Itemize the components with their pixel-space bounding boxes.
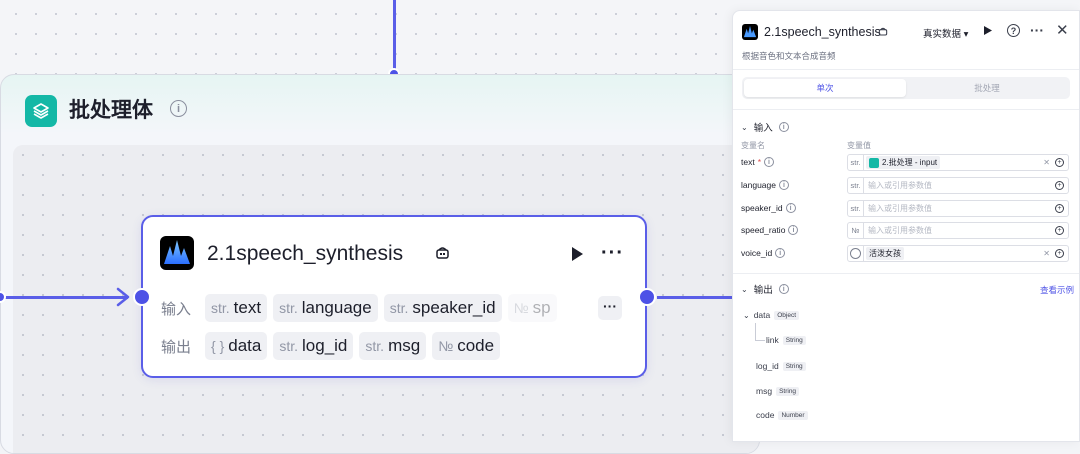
chevron-down-icon: ⌄ [741, 284, 748, 294]
arrow-head-icon [116, 287, 132, 312]
batch-title: 批处理体 [69, 99, 153, 122]
output-chip-data: { }data [205, 332, 268, 360]
voice-id-value-field[interactable]: 活泼女孩 ✕ + [847, 245, 1069, 262]
info-icon[interactable]: i [764, 157, 775, 167]
chevron-down-icon: ⌄ [743, 310, 750, 320]
language-value-field[interactable]: str. 输入或引用参数值 + [847, 177, 1069, 194]
col-header-value: 变量值 [847, 141, 871, 150]
node-title: 2.1speech_synthesis [207, 242, 404, 265]
param-row-text: text*i str. 2.批处理 - input ✕ + [741, 154, 1071, 171]
batch-ref-icon [869, 157, 879, 168]
required-mark: * [757, 157, 762, 167]
layers-icon [25, 95, 57, 127]
info-icon[interactable]: i [778, 122, 789, 132]
plugin-logo-icon [160, 236, 194, 270]
output-chip-msg: str.msg [359, 332, 427, 360]
run-mode-tabs: 单次 批处理 [742, 77, 1070, 99]
input-chip-text: str.text [205, 294, 268, 322]
reference-icon[interactable]: + [1055, 226, 1064, 235]
input-label: 输入 [161, 300, 192, 318]
reference-icon[interactable]: + [1055, 249, 1064, 258]
info-icon[interactable]: i [778, 284, 789, 294]
divider [733, 109, 1079, 110]
reference-icon[interactable]: + [1055, 204, 1064, 213]
voice-icon [850, 248, 861, 259]
clear-icon[interactable]: ✕ [1043, 249, 1050, 258]
connector-left [0, 296, 128, 299]
speaker-id-value-field[interactable]: str. 输入或引用参数值 + [847, 200, 1069, 217]
node-input-row: 输入 str.text str.language str.speaker_id … [161, 294, 557, 322]
help-icon[interactable]: ? [1007, 24, 1020, 37]
divider [733, 69, 1079, 70]
panel-description: 根据音色和文本合成音频 [742, 51, 836, 61]
tab-batch[interactable]: 批处理 [974, 83, 1000, 93]
speed-ratio-value-field[interactable]: № 输入或引用参数值 + [847, 222, 1069, 239]
output-section-header[interactable]: ⌄ 输出 i [741, 282, 789, 296]
info-icon[interactable]: i [778, 180, 789, 190]
reference-icon[interactable]: + [1055, 181, 1064, 190]
data-mode-dropdown[interactable]: 真实数据 ▾ [923, 29, 969, 40]
col-header-name: 变量名 [741, 141, 765, 150]
info-icon[interactable]: i [785, 203, 796, 213]
panel-title: 2.1speech_synthesis [764, 25, 881, 39]
node-more-button[interactable]: ··· [601, 242, 624, 264]
view-example-link[interactable]: 查看示例 [1040, 285, 1075, 295]
panel-more-button[interactable]: ··· [1030, 22, 1044, 38]
node-output-port[interactable] [638, 288, 656, 306]
chevron-down-icon: ⌄ [741, 122, 748, 132]
node-config-panel: 2.1speech_synthesis 真实数据 ▾ ? ··· ✕ 根据音色和… [732, 10, 1080, 442]
caret-down-icon: ▾ [963, 29, 969, 40]
node-input-port[interactable] [133, 288, 151, 306]
speech-synthesis-node[interactable]: 2.1speech_synthesis ··· 输入 str.text str.… [141, 215, 647, 378]
divider [733, 273, 1079, 274]
input-section-header[interactable]: ⌄ 输入 i [741, 120, 789, 134]
run-button[interactable] [982, 25, 993, 36]
show-more-inputs-button[interactable]: ··· [598, 296, 622, 320]
output-label: 输出 [161, 338, 192, 356]
info-icon[interactable]: i [788, 225, 799, 235]
tree-line [755, 323, 765, 341]
left-source-port[interactable] [0, 291, 6, 303]
output-chip-log-id: str.log_id [273, 332, 354, 360]
reference-icon[interactable]: + [1055, 158, 1064, 167]
info-icon[interactable]: i [170, 100, 187, 117]
plugin-badge-icon [878, 27, 888, 37]
connector-right [657, 296, 732, 299]
input-chip-language: str.language [273, 294, 378, 322]
text-value-field[interactable]: str. 2.批处理 - input ✕ + [847, 154, 1069, 171]
tab-single[interactable]: 单次 [744, 79, 906, 97]
connector-top [393, 0, 396, 74]
info-icon[interactable]: i [775, 248, 786, 258]
plugin-badge-icon [435, 246, 450, 261]
close-icon[interactable]: ✕ [1056, 22, 1069, 39]
plugin-logo-icon [742, 24, 758, 40]
clear-icon[interactable]: ✕ [1043, 158, 1050, 167]
input-chip-speaker-id: str.speaker_id [383, 294, 502, 322]
run-node-button[interactable] [568, 245, 586, 263]
